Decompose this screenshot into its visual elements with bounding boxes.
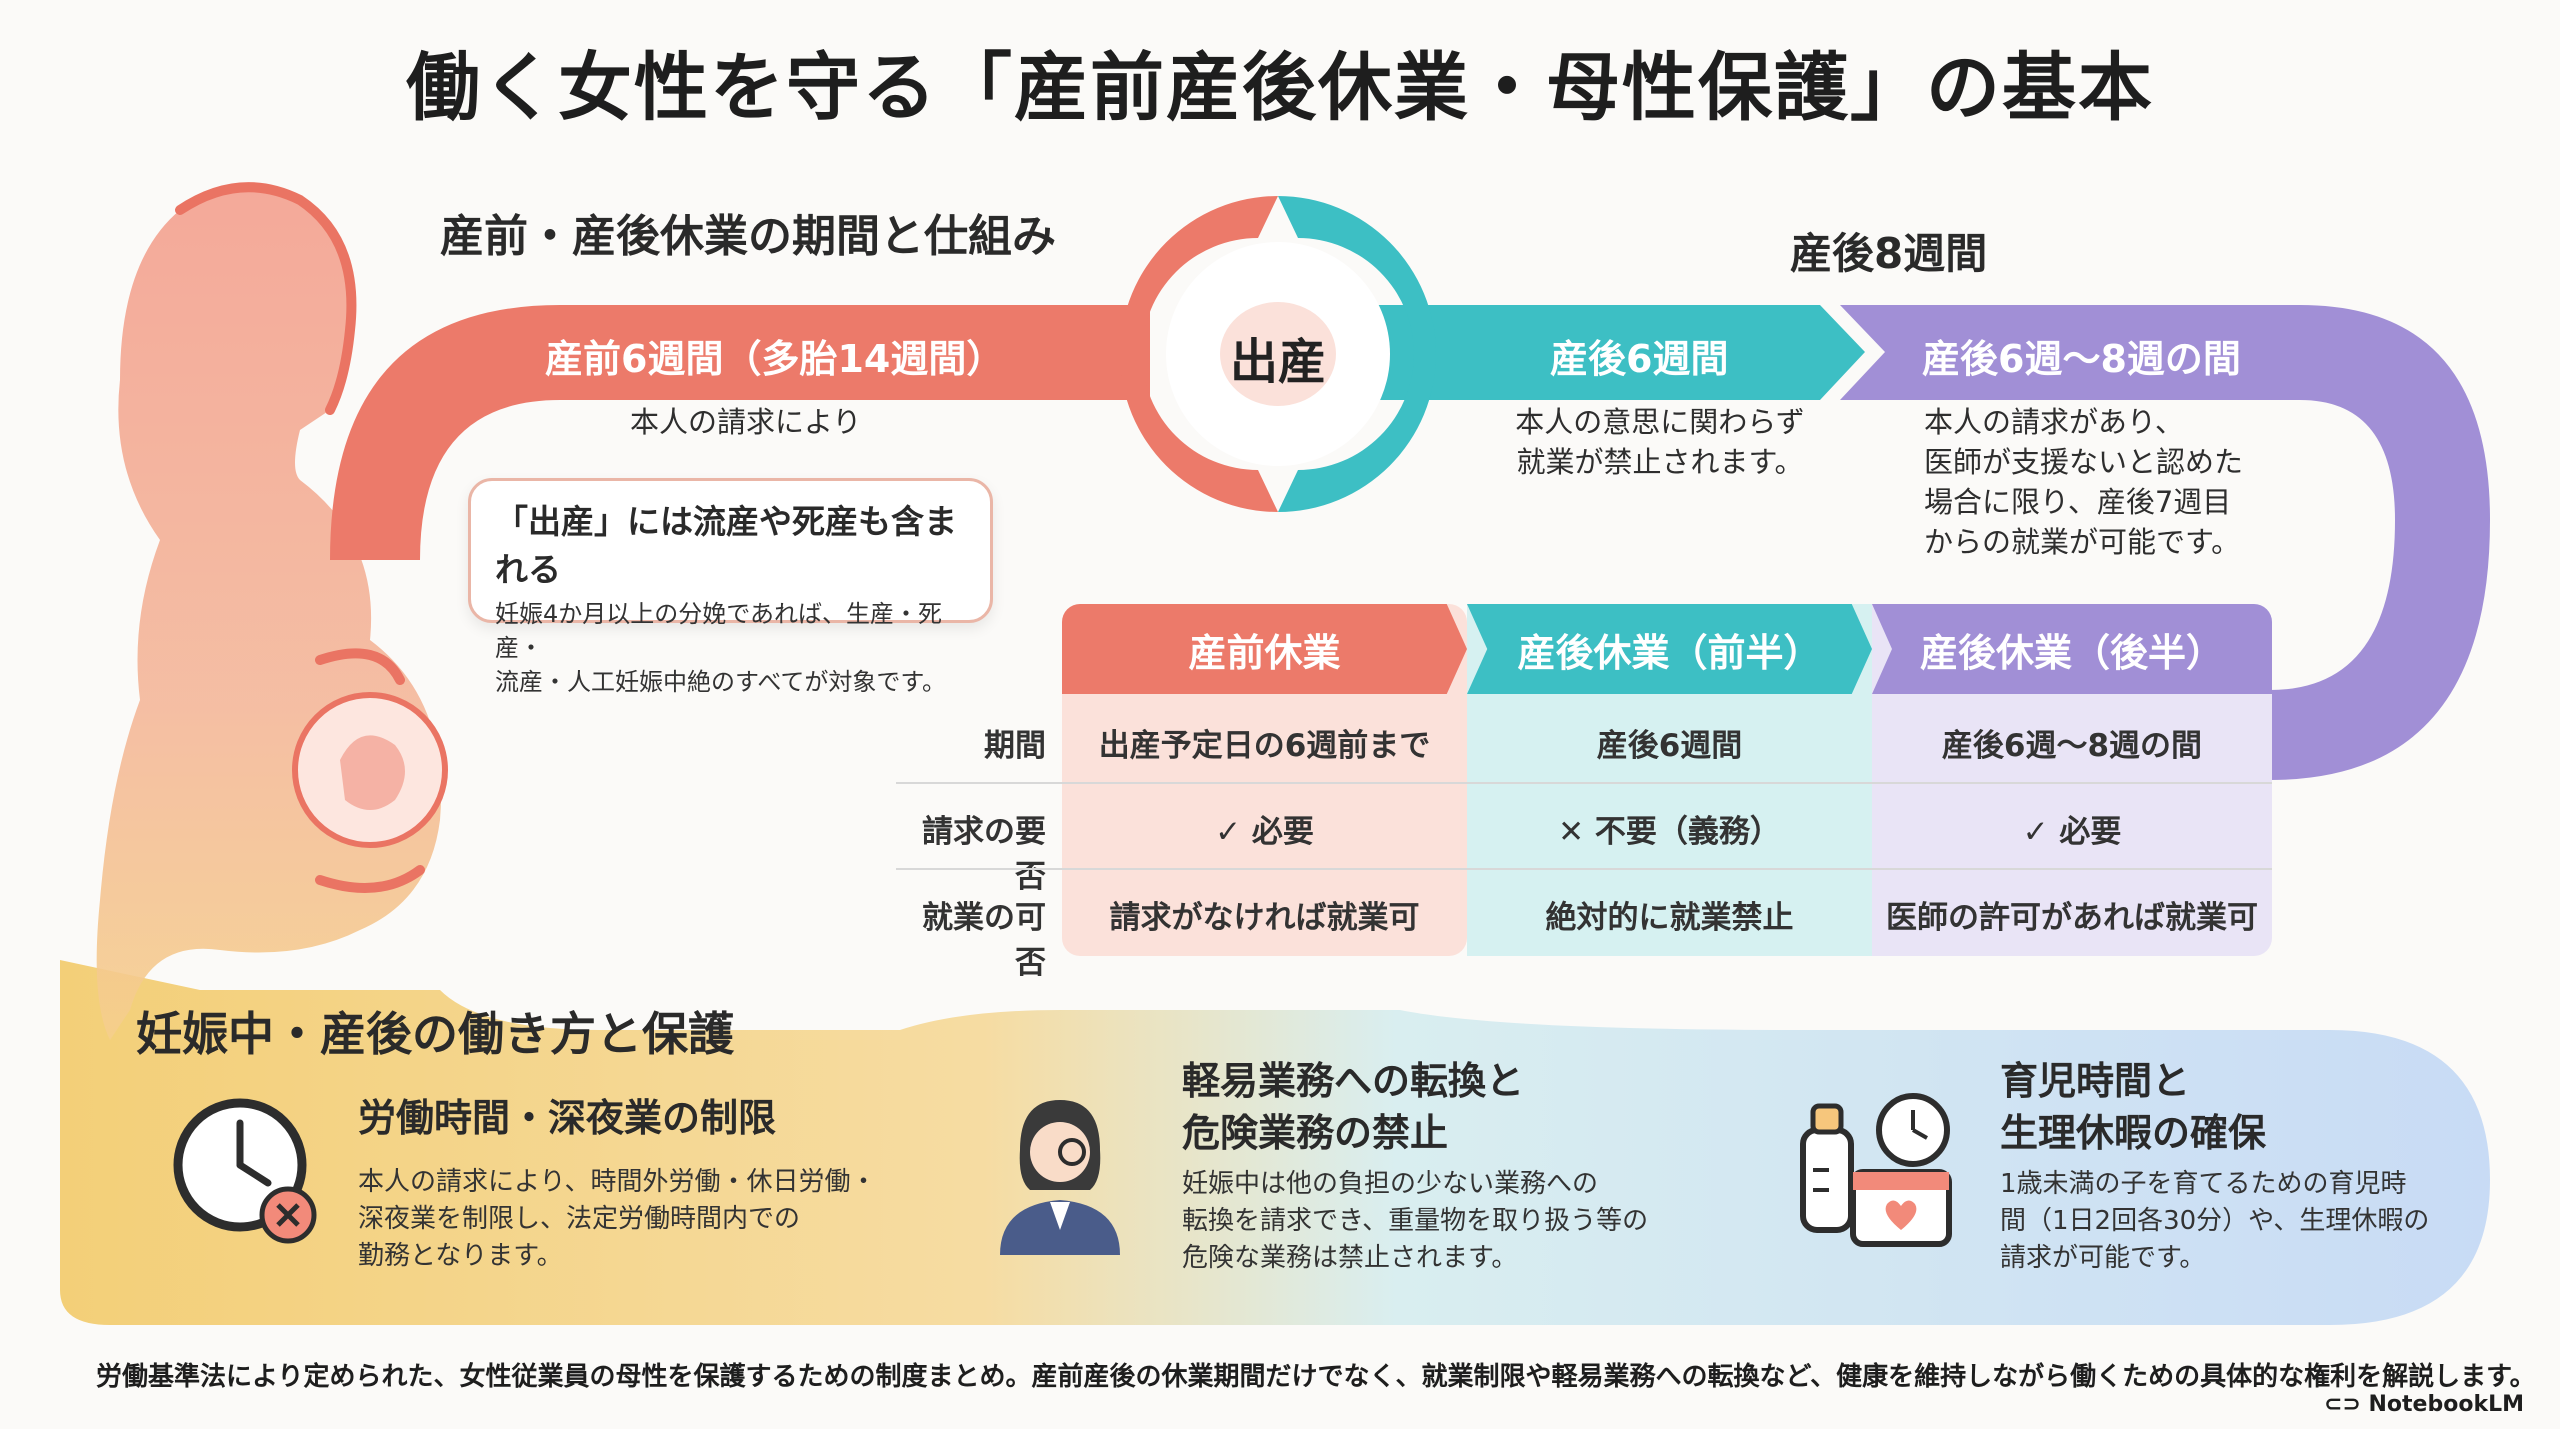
callout-body: 妊娠4か月以上の分娩であれば、生産・死産・ 流産・人工妊娠中絶のすべてが対象です…	[495, 600, 946, 696]
working-woman-icon	[990, 1090, 1130, 1264]
col-head-postnatal-first: 産後休業（前半）	[1467, 604, 1872, 694]
card-hours-title: 労働時間・深夜業の制限	[358, 1096, 777, 1140]
cell-period-prenatal: 出産予定日の6週前まで	[1098, 728, 1431, 764]
cell-period-postnatal-first: 産後6週間	[1596, 728, 1743, 764]
row-divider	[896, 782, 2272, 784]
card-childcare-body: 1歳未満の子を育てるための育児時 間（1日2回各30分）や、生理休暇の 請求が可…	[2000, 1169, 2430, 1273]
clock-restriction-icon	[170, 1095, 320, 1249]
birth-label: 出産	[1229, 334, 1326, 390]
baby-bottle-calendar-icon	[1795, 1090, 1955, 1254]
col-head-prenatal: 産前休業	[1062, 604, 1467, 694]
callout-heading: 「出産」には流産や死産も含まれる	[495, 502, 957, 589]
pregnant-woman-illustration	[96, 182, 448, 1041]
card-light-duty-body: 妊娠中は他の負担の少ない業務への 転換を請求でき、重量物を取り扱う等の 危険な業…	[1182, 1169, 1649, 1273]
top-section-heading: 産前・産後休業の期間と仕組み	[440, 211, 1056, 262]
cell-request-postnatal-second: ✓ 必要	[2022, 814, 2122, 850]
band-postnatal-first-label: 産後6週間	[1550, 337, 1729, 381]
postnatal-first-note: 本人の意思に関わらず 就業が禁止されます。	[1515, 405, 1805, 479]
cell-work-postnatal-second: 医師の許可があれば就業可	[1886, 900, 2258, 936]
card-childcare-title: 育児時間と 生理休暇の確保	[2000, 1059, 2267, 1155]
band-postnatal-second-label: 産後6週〜8週の間	[1922, 337, 2241, 381]
cell-work-prenatal: 請求がなければ就業可	[1109, 900, 1420, 936]
row-label-period: 期間	[984, 728, 1046, 764]
bottom-section-heading: 妊娠中・産後の働き方と保護	[136, 1007, 734, 1061]
leave-comparison-table: 産前休業 産後休業（前半） 産後休業（後半）	[1062, 604, 2272, 956]
col-head-postnatal-second: 産後休業（後半）	[1872, 604, 2272, 694]
cell-work-postnatal-first: 絶対的に就業禁止	[1545, 900, 1794, 936]
row-label-work: 就業の可否	[922, 900, 1046, 981]
footer-summary: 労働基準法により定められた、女性従業員の母性を保護するための制度まとめ。産前産後…	[96, 1362, 2536, 1392]
prenatal-note: 本人の請求により	[630, 405, 862, 439]
birth-ring-icon	[1120, 196, 1436, 512]
card-hours-body: 本人の請求により、時間外労働・休日労働・ 深夜業を制限し、法定労働時間内での 勤…	[358, 1167, 877, 1271]
band-prenatal-label: 産前6週間（多胎14週間）	[545, 337, 1005, 381]
cell-request-prenatal: ✓ 必要	[1215, 814, 1314, 850]
cell-request-postnatal-first: ✕ 不要（義務）	[1558, 814, 1781, 850]
row-label-request: 請求の要否	[922, 814, 1046, 895]
postnatal-second-note: 本人の請求があり、 医師が支援ないと認めた 場合に限り、産後7週目 からの就業が…	[1924, 405, 2244, 559]
cell-period-postnatal-second: 産後6週〜8週の間	[1941, 728, 2203, 764]
birth-definition-callout: 「出産」には流産や死産も含まれる 妊娠4か月以上の分娩であれば、生産・死産・ 流…	[468, 478, 993, 696]
row-divider	[896, 868, 2272, 870]
page-title: 働く女性を守る「産前産後休業・母性保護」の基本	[406, 45, 2154, 131]
card-light-duty-title: 軽易業務への転換と 危険業務の禁止	[1182, 1059, 1525, 1155]
brand-label: ⊂⊃ NotebookLM	[2323, 1392, 2524, 1417]
notebooklm-logo-icon: ⊂⊃	[2323, 1392, 2369, 1417]
postnatal-heading: 産後8週間	[1790, 229, 1988, 278]
